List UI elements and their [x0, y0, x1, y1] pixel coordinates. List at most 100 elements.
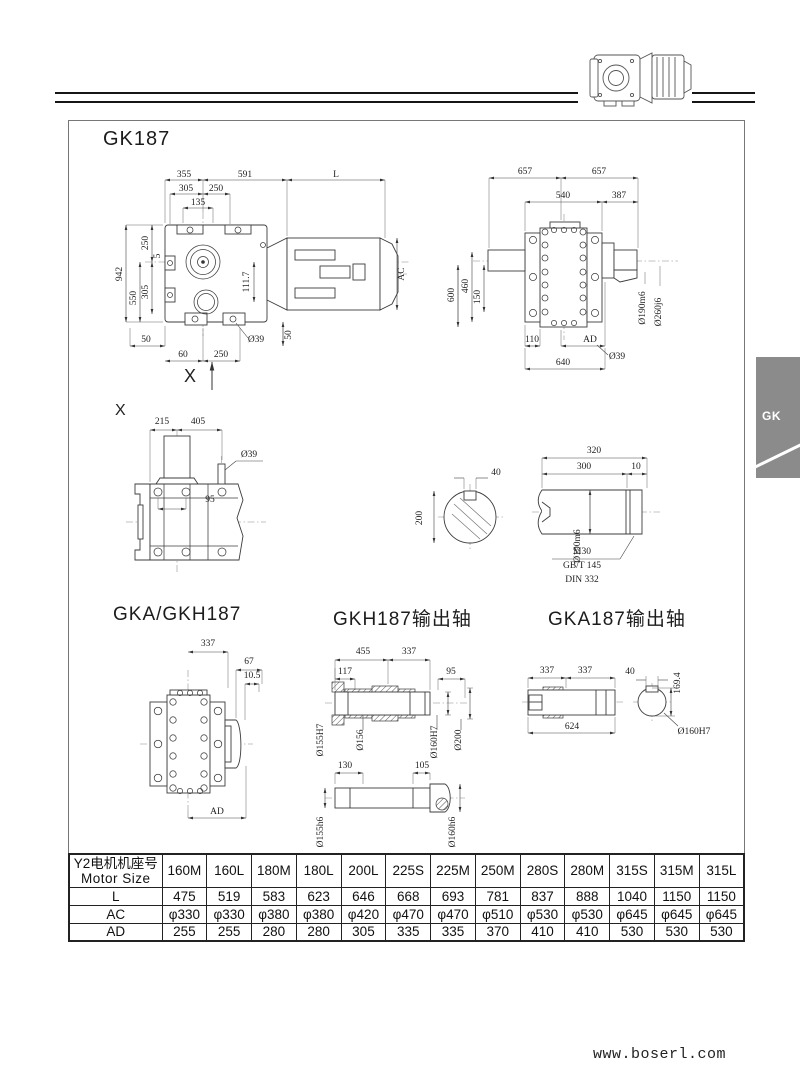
dim-label: 169.4: [673, 672, 683, 694]
dim-label: Ø39: [248, 335, 265, 345]
table-cell: 335: [430, 922, 476, 942]
dim-label: 305: [179, 184, 194, 194]
motor-col-header: 160M: [161, 853, 208, 888]
table-cell: 1040: [609, 886, 655, 906]
dim-label: 150: [473, 290, 483, 305]
dim-label: DIN 332: [565, 575, 599, 585]
table-cell: 410: [519, 922, 566, 942]
table-cell: φ420: [340, 904, 387, 924]
motor-col-header: 225S: [385, 853, 432, 888]
motor-col-header: 280M: [564, 853, 611, 888]
table-cell: φ645: [609, 904, 655, 924]
gkh-shaft-title: GKH187输出轴: [333, 609, 472, 630]
dim-label: 130: [338, 761, 353, 771]
dim-label: 387: [612, 191, 627, 201]
dim-label: 110: [525, 335, 539, 345]
dim-label: AD: [583, 335, 597, 345]
table-cell: 305: [340, 922, 387, 942]
dim-label: 60: [178, 350, 188, 360]
table-cell: 1150: [698, 886, 745, 906]
motor-col-header: 315S: [609, 853, 655, 888]
top-rule-right: [692, 92, 755, 103]
dim-label: 640: [556, 358, 571, 368]
dim-label: 942: [115, 267, 125, 282]
dim-label: AC: [397, 267, 407, 280]
dim-label: 40: [625, 667, 635, 677]
table-cell: 280: [251, 922, 297, 942]
dim-label: L: [333, 170, 339, 180]
dim-label: 550: [129, 291, 139, 306]
dim-label: 355: [177, 170, 192, 180]
dim-label: 600: [447, 288, 457, 303]
dim-label: 657: [518, 167, 533, 177]
table-cell: 519: [206, 886, 253, 906]
table-cell: 530: [698, 922, 745, 942]
table-cell: φ510: [474, 904, 521, 924]
row-label: AD: [68, 922, 163, 942]
table-cell: 335: [385, 922, 432, 942]
table-cell: φ470: [430, 904, 476, 924]
table-cell: φ645: [653, 904, 700, 924]
table-cell: φ330: [206, 904, 253, 924]
x-section-marker: X: [184, 366, 197, 386]
dim-label: Ø155H7: [316, 723, 326, 756]
table-cell: 693: [430, 886, 476, 906]
table-cell: 370: [474, 922, 521, 942]
dim-label: AD: [210, 807, 224, 817]
motor-col-header: 200L: [340, 853, 387, 888]
dim-label: 10.5: [244, 671, 261, 681]
dim-label: 305: [141, 285, 151, 300]
table-cell: 255: [206, 922, 253, 942]
table-cell: 837: [519, 886, 566, 906]
dim-label: Ø39: [609, 352, 626, 362]
dim-label: Ø156: [356, 729, 366, 750]
dim-label: Ø155h6: [316, 816, 326, 847]
dim-label: 50: [284, 330, 294, 340]
table-cell: 255: [161, 922, 208, 942]
table-cell: φ380: [295, 904, 342, 924]
table-cell: 530: [653, 922, 700, 942]
table-cell: φ530: [519, 904, 566, 924]
dim-label: 40: [491, 468, 501, 478]
dim-label: M30: [573, 547, 591, 557]
dim-label: 337: [201, 639, 216, 649]
dim-label: 95: [446, 667, 456, 677]
dim-label: Ø260j6: [654, 298, 664, 327]
dim-label: GB/T 145: [563, 561, 601, 571]
table-cell: 623: [295, 886, 342, 906]
dim-label: Ø190m6: [573, 529, 583, 563]
dim-label: 117: [338, 667, 352, 677]
dim-label: 624: [565, 722, 580, 732]
motor-col-header: 160L: [206, 853, 253, 888]
dim-label: 105: [415, 761, 430, 771]
gka-shaft-title: GKA187输出轴: [548, 609, 686, 630]
motor-col-header: 250M: [474, 853, 521, 888]
dim-label: 250: [209, 184, 224, 194]
motor-size-header-en: Motor Size: [80, 870, 151, 886]
dim-label: 50: [141, 335, 151, 345]
dim-label: 405: [191, 417, 206, 427]
footer-url: www.boserl.com: [593, 1046, 727, 1063]
table-cell: 530: [609, 922, 655, 942]
table-cell: 410: [564, 922, 611, 942]
motor-size-header-cn: Y2电机机座号: [73, 855, 158, 871]
dim-label: 300: [577, 462, 592, 472]
dim-label: Ø160h6: [448, 816, 458, 847]
dim-label: 337: [402, 647, 417, 657]
table-cell: φ530: [564, 904, 611, 924]
motor-col-header: 225M: [430, 853, 476, 888]
motor-col-header: 280S: [519, 853, 566, 888]
motor-col-header: 315L: [698, 853, 745, 888]
table-cell: φ470: [385, 904, 432, 924]
row-label: L: [68, 886, 163, 906]
section-tab-gk: GK: [756, 357, 800, 478]
tab-diagonal-line: [756, 434, 800, 472]
dim-label: 135: [191, 198, 206, 208]
